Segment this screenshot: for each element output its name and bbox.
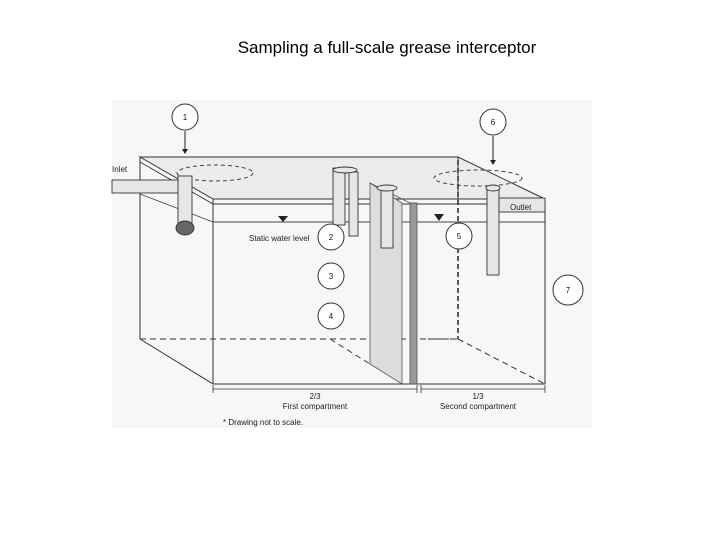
slide-title: Sampling a full-scale grease interceptor bbox=[237, 38, 537, 57]
vent-pipe-1 bbox=[332, 166, 359, 237]
inlet-pipe bbox=[111, 175, 195, 236]
access-cover-2 bbox=[433, 169, 523, 187]
scale-note: * Drawing not to scale. bbox=[223, 418, 303, 427]
first-fraction-label: 2/3 bbox=[309, 392, 321, 401]
second-compartment-label: Second compartment bbox=[440, 402, 517, 411]
first-compartment-floor bbox=[329, 338, 371, 365]
water-level-marker-1 bbox=[278, 216, 288, 222]
sampling-point-2: 2 bbox=[317, 223, 345, 251]
sampling-point-7-label: 7 bbox=[566, 286, 571, 295]
dimension-second-compartment bbox=[420, 385, 546, 393]
second-fraction-label: 1/3 bbox=[472, 392, 484, 401]
arrow-6-head bbox=[490, 160, 496, 165]
outlet-label: Outlet bbox=[510, 203, 532, 212]
sampling-point-4-label: 4 bbox=[329, 312, 334, 321]
sampling-point-3: 3 bbox=[317, 262, 345, 290]
sampling-point-7: 7 bbox=[552, 274, 584, 306]
vent-pipe-2 bbox=[376, 184, 398, 249]
outlet-pipe bbox=[485, 184, 546, 276]
access-cover-1 bbox=[176, 164, 254, 182]
sampling-point-6-label: 6 bbox=[491, 118, 496, 127]
sampling-point-1: 1 bbox=[171, 103, 199, 131]
drawing-background bbox=[112, 100, 592, 428]
sampling-point-1-label: 1 bbox=[183, 113, 188, 122]
sampling-point-5: 5 bbox=[445, 222, 473, 250]
sampling-point-5-label: 5 bbox=[457, 232, 462, 241]
sampling-point-4: 4 bbox=[317, 302, 345, 330]
water-level-marker-2 bbox=[434, 214, 444, 221]
arrow-1-head bbox=[182, 149, 188, 154]
sampling-point-3-label: 3 bbox=[329, 272, 334, 281]
baffle-wall bbox=[369, 182, 418, 385]
sampling-point-2-label: 2 bbox=[329, 233, 334, 242]
inlet-label: Inlet bbox=[112, 165, 128, 174]
sampling-point-6: 6 bbox=[479, 108, 507, 136]
first-compartment-label: First compartment bbox=[283, 402, 348, 411]
dimension-first-compartment bbox=[212, 385, 418, 393]
static-water-level-label: Static water level bbox=[249, 234, 310, 243]
